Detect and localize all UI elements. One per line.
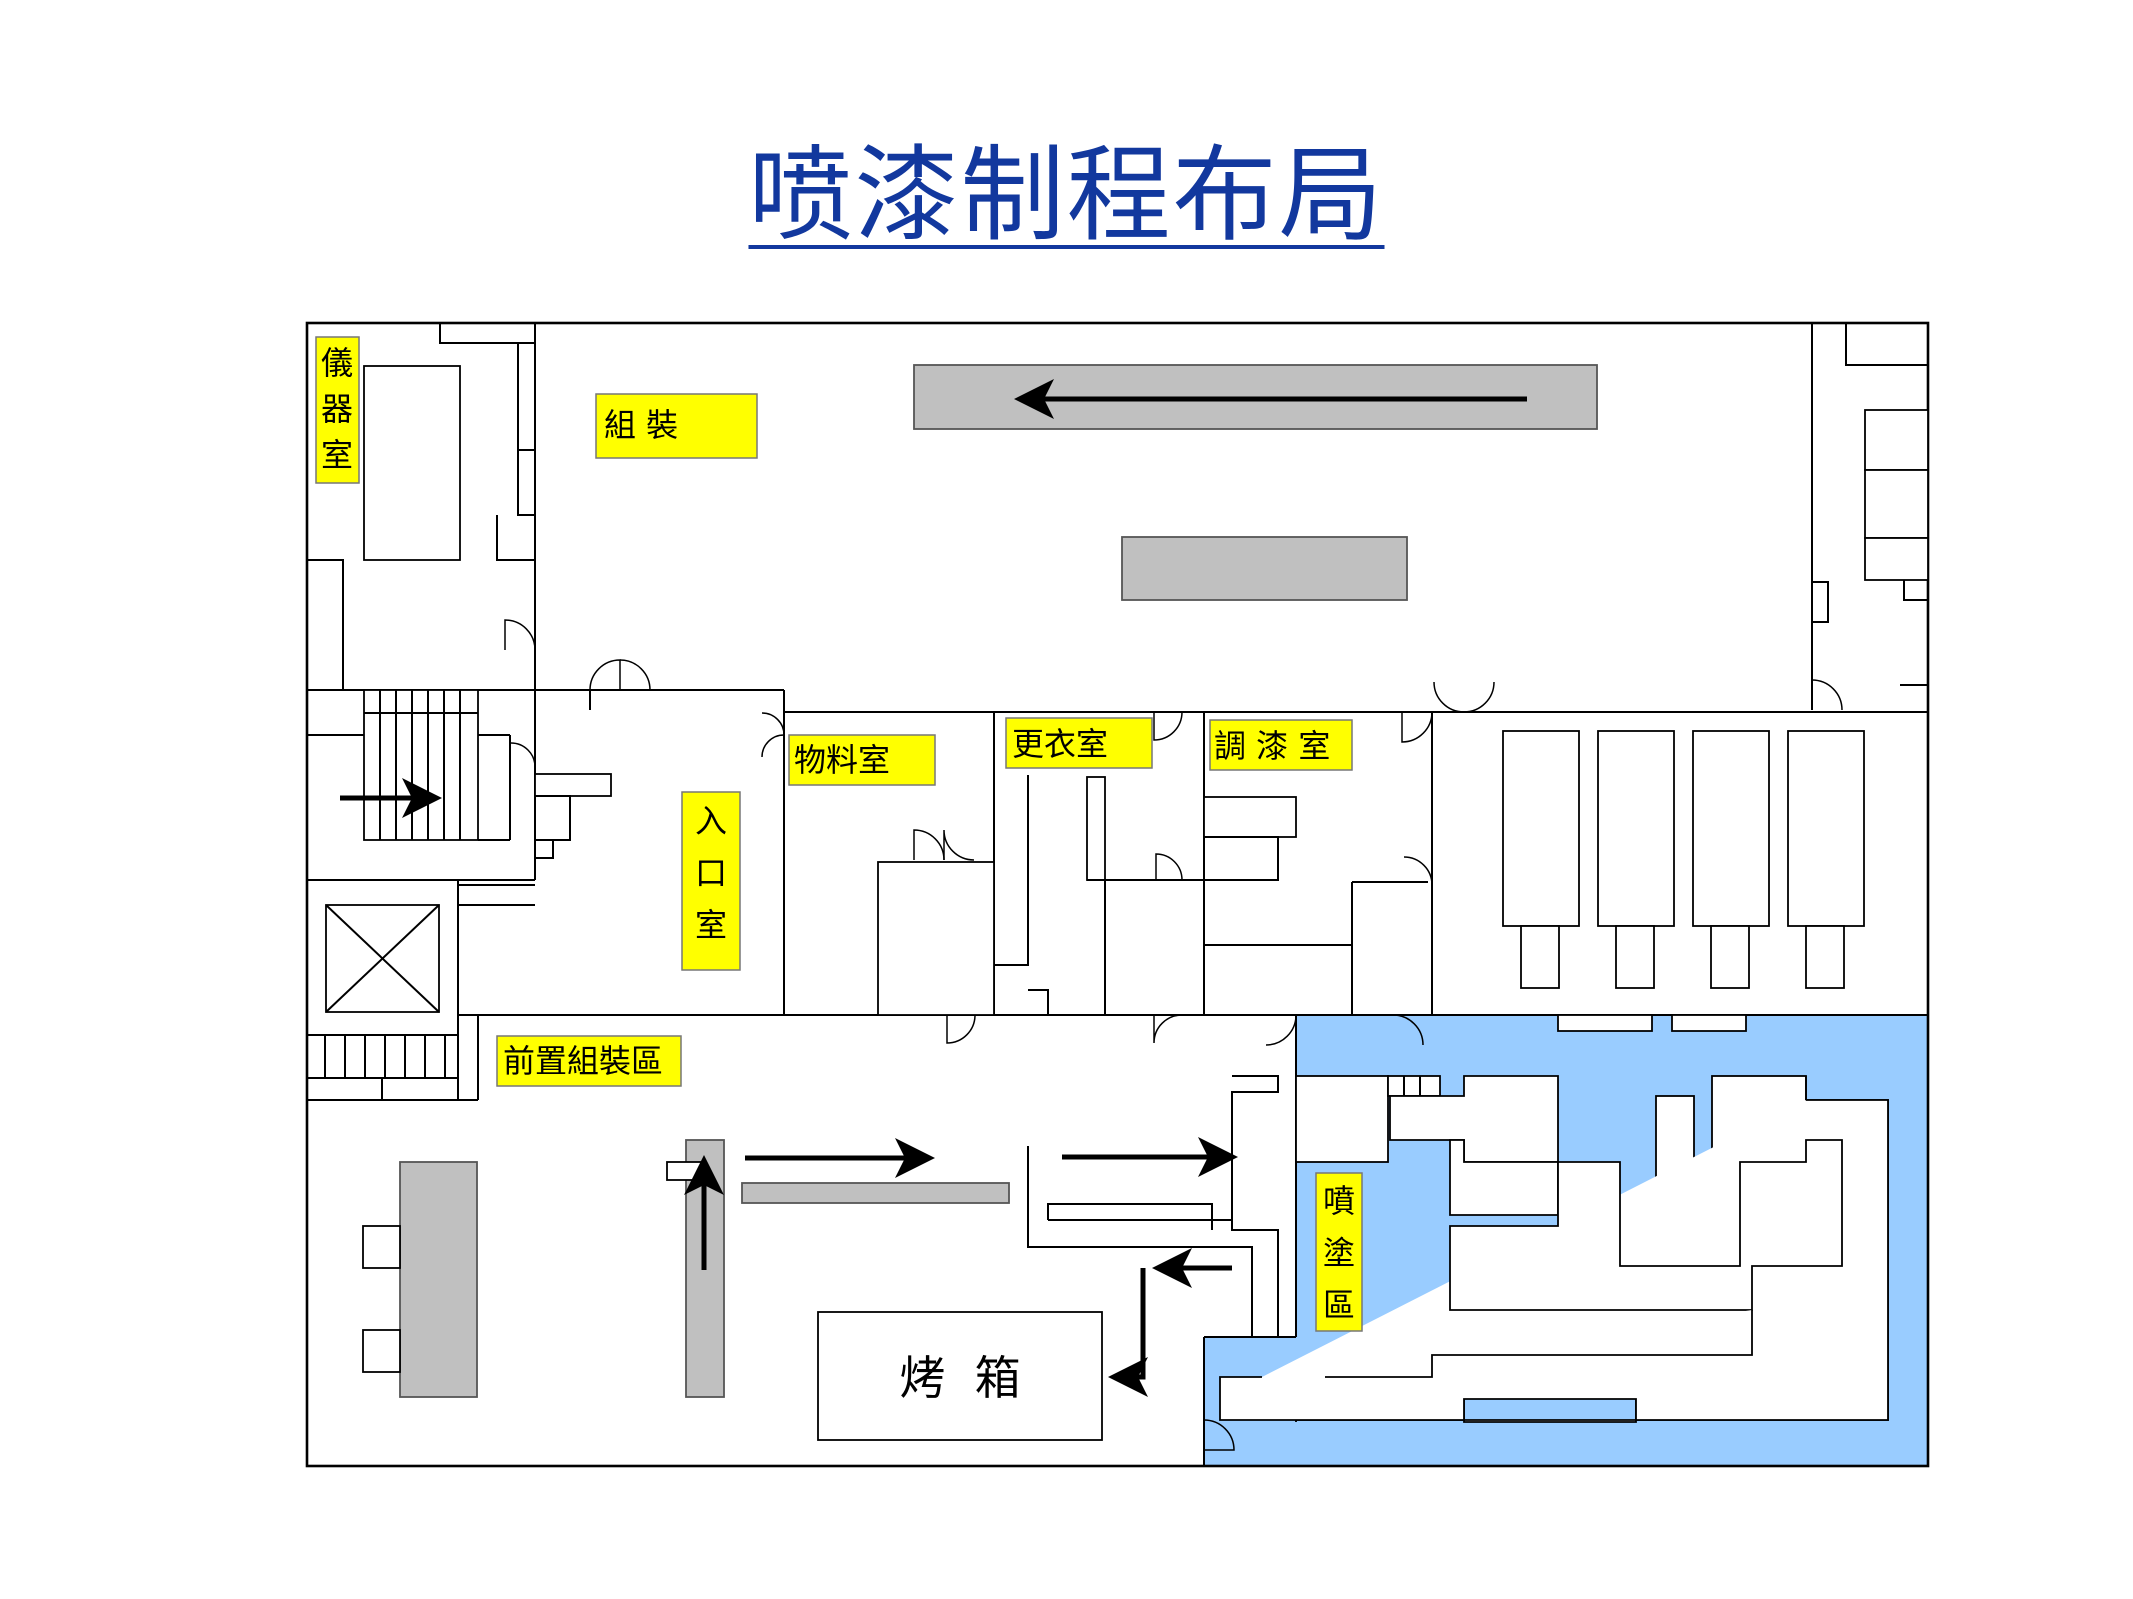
spray-area-label-2: 塗 [1323, 1234, 1355, 1272]
changing-room-label: 更衣室 [1012, 725, 1108, 763]
assembly-conveyors [913, 364, 1598, 601]
doors [504, 619, 1843, 1451]
paint-mixing-room-fixtures [1203, 796, 1428, 1015]
spray-area-label-3: 區 [1323, 1286, 1355, 1324]
entrance-room-label: 入 口 室 [695, 802, 727, 944]
spray-zone-interior [1219, 1014, 1889, 1423]
materials-room-label: 物料室 [794, 741, 890, 779]
entrance-room-label-1: 入 [695, 802, 727, 840]
instrument-room-label-2: 器 [321, 390, 353, 428]
oven-label: 烤 箱 [899, 1351, 1020, 1405]
stairs-lower [307, 1034, 458, 1100]
right-strip-fixtures [1812, 323, 1929, 686]
assembly-label: 組 裝 [604, 406, 678, 444]
page-title: 喷漆制程布局 [748, 134, 1385, 256]
instrument-room-fixtures [307, 323, 535, 690]
booth-machines [1502, 730, 1865, 989]
instrument-room-label-1: 儀 [321, 344, 353, 382]
stairs-upper [307, 689, 511, 841]
paint-mixing-room-label: 調 漆 室 [1214, 727, 1330, 765]
room-tags [315, 336, 1363, 1332]
entrance-room-fixtures [458, 689, 612, 906]
pre-assembly-equipment [362, 1075, 1279, 1441]
instrument-room-label-3: 室 [321, 436, 353, 474]
building-outline [305, 321, 1930, 1468]
entrance-room-label-3: 室 [695, 906, 727, 944]
instrument-room-label: 儀 器 室 [321, 344, 353, 474]
spray-area-label-1: 噴 [1323, 1182, 1355, 1220]
elevator [325, 904, 440, 1013]
entrance-room-label-2: 口 [695, 854, 727, 892]
changing-room-fixtures [994, 775, 1204, 1015]
pre-assembly-area-label: 前置組裝區 [503, 1042, 663, 1080]
spray-area-label: 噴 塗 區 [1323, 1182, 1355, 1324]
materials-room-fixtures [877, 861, 995, 1016]
